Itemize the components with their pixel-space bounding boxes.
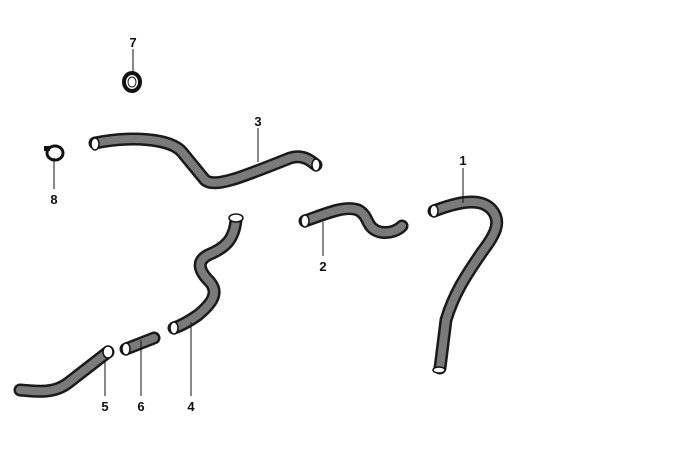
hose-part-2[interactable] — [298, 202, 409, 239]
clamp-part-7[interactable] — [122, 71, 142, 93]
hose-part-1[interactable] — [427, 195, 504, 375]
part-label-1: 1 — [459, 153, 466, 168]
part-label-2: 2 — [319, 259, 326, 274]
hose-part-3[interactable] — [88, 132, 323, 190]
part-label-8: 8 — [50, 192, 57, 207]
part-label-5: 5 — [101, 399, 108, 414]
part-label-3: 3 — [254, 114, 261, 129]
hose-part-5[interactable] — [13, 345, 115, 398]
hose-part-4[interactable] — [167, 213, 244, 335]
part-label-6: 6 — [137, 399, 144, 414]
part-label-4: 4 — [187, 399, 195, 414]
clamp-part-8[interactable] — [44, 144, 65, 162]
tube-part-6[interactable] — [119, 331, 161, 356]
part-label-7: 7 — [129, 35, 136, 50]
